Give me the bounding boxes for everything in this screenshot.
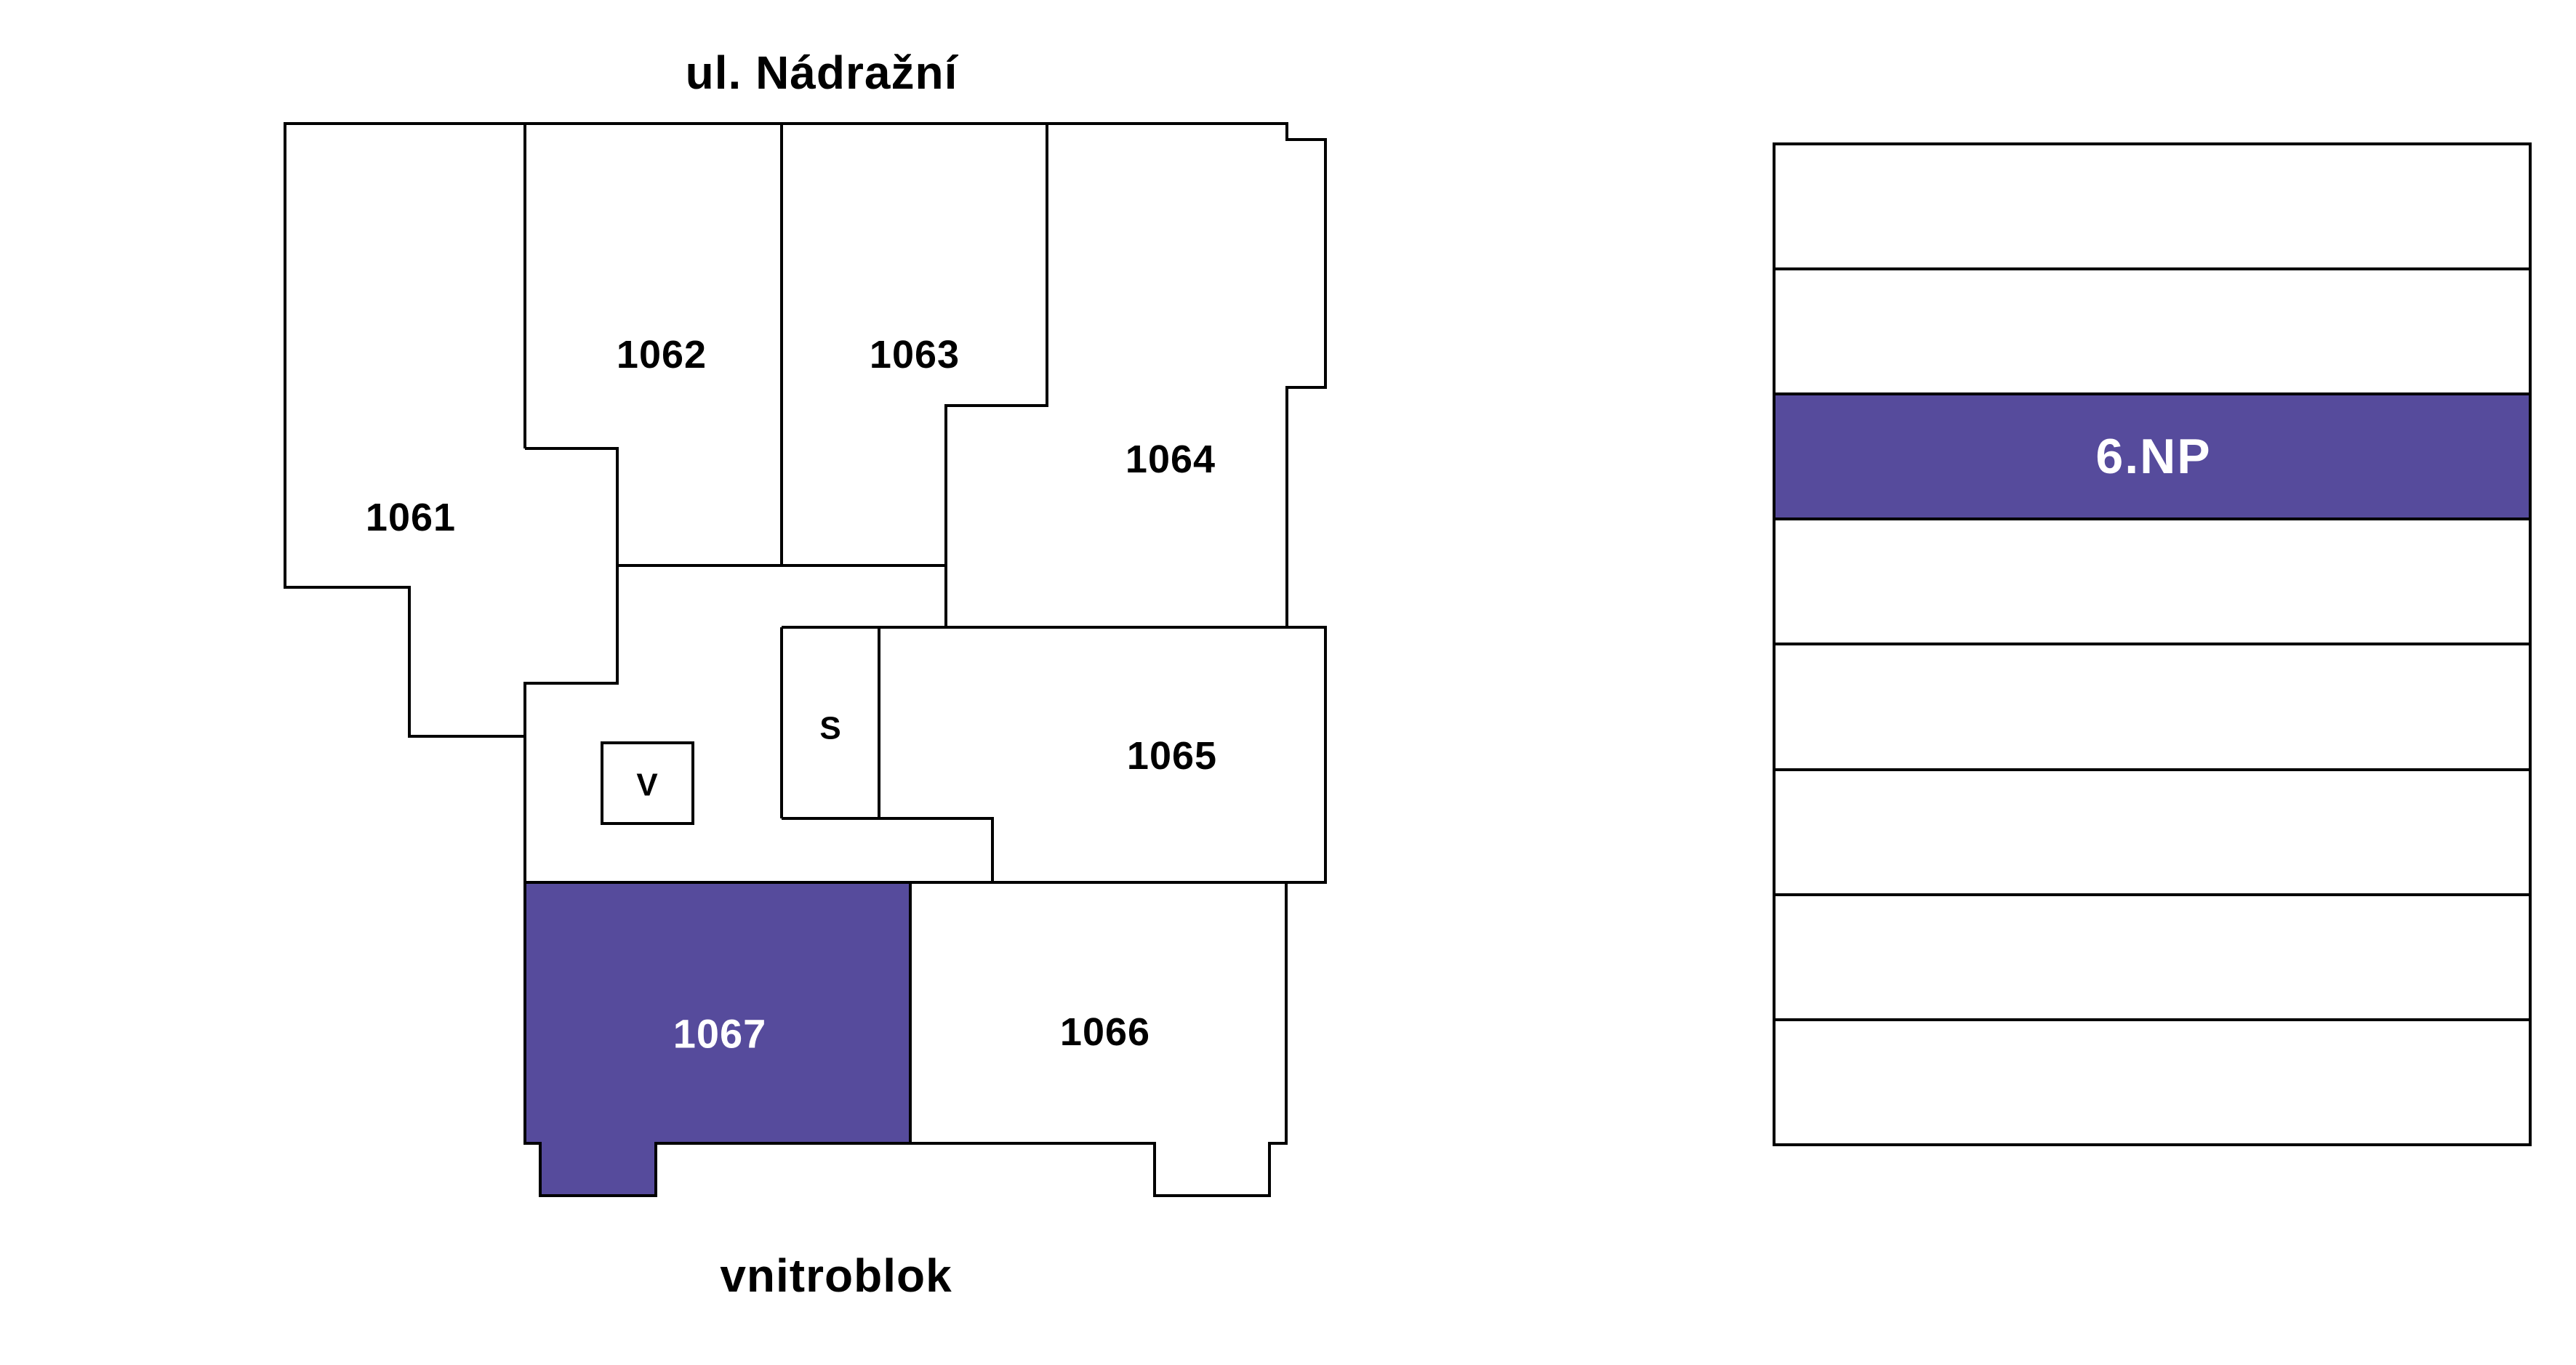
floor-row-7np[interactable] — [1773, 267, 2532, 395]
unit-1066-label[interactable]: 1066 — [1060, 1010, 1150, 1054]
floor-row-2np[interactable] — [1773, 893, 2532, 1021]
unit-1062-label[interactable]: 1062 — [617, 333, 707, 377]
courtyard-label: vnitroblok — [720, 1249, 952, 1302]
floor-row-3np[interactable] — [1773, 768, 2532, 896]
floor-row-1np[interactable] — [1773, 1018, 2532, 1146]
wall-corridor-1065 — [782, 817, 994, 882]
wall-1063-1064 — [944, 124, 1048, 627]
room-v-shape — [601, 741, 694, 825]
unit-1064-label[interactable]: 1064 — [1126, 438, 1216, 481]
unit-1061-label[interactable]: 1061 — [366, 496, 456, 539]
floor-row-4np[interactable] — [1773, 643, 2532, 771]
internal-walls — [523, 124, 1287, 1143]
unit-1067-label[interactable]: 1067 — [673, 1011, 767, 1057]
floor-row-8np[interactable] — [1773, 142, 2532, 270]
room-v-label: V — [636, 768, 658, 803]
floor-plan: ul. Nádražní 1061 10 — [284, 47, 1327, 1302]
highlighted-floor-label: 6.NP — [2095, 429, 2211, 484]
unit-1063-label[interactable]: 1063 — [870, 333, 960, 377]
street-label: ul. Nádražní — [686, 47, 959, 99]
floor-row-5np[interactable] — [1773, 518, 2532, 645]
unit-1065-label[interactable]: 1065 — [1127, 734, 1217, 778]
floor-elevation: 6.NP — [1773, 142, 2532, 1146]
wall-1061-corridor — [523, 447, 619, 736]
room-s-label: S — [819, 711, 840, 746]
